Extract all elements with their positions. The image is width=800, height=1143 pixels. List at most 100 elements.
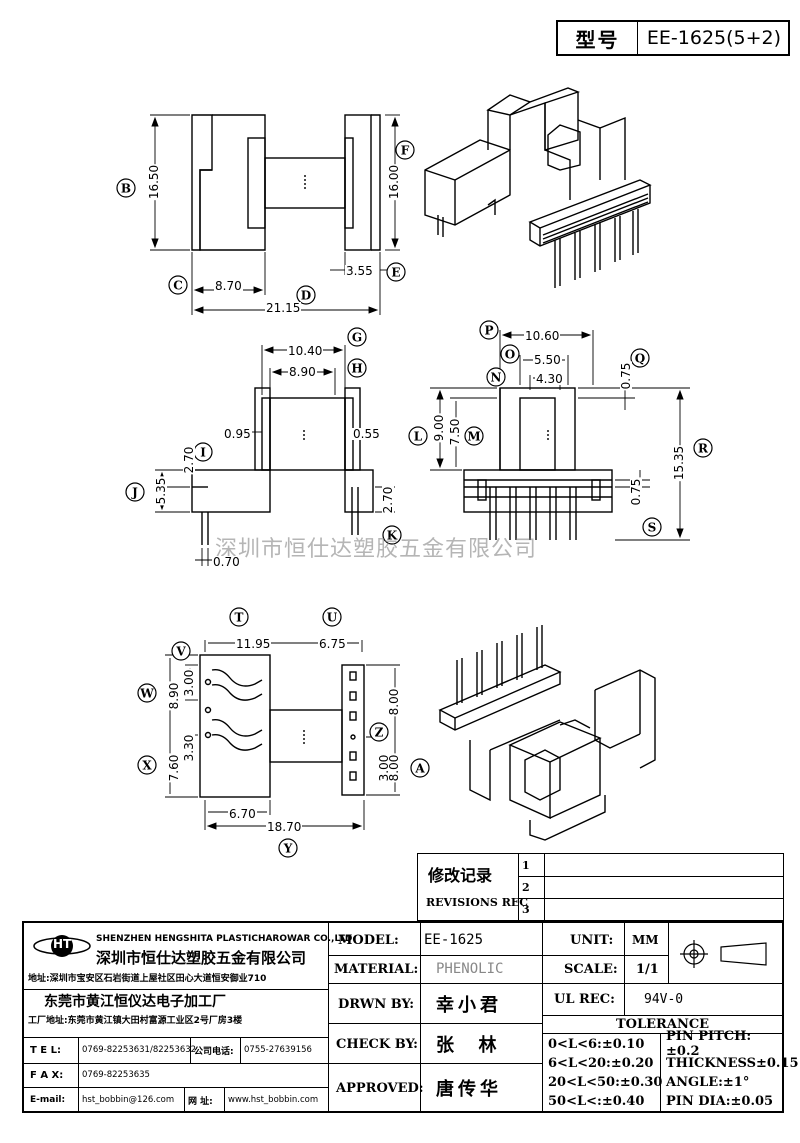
email-label: E-mail: [30, 1095, 66, 1105]
revision-mark-3: 3 [522, 902, 530, 916]
unit-value: MM [632, 933, 659, 947]
isometric-view-bottom [438, 625, 656, 841]
side-view-top-left [191, 114, 381, 251]
svg-text:S: S [648, 521, 657, 535]
svg-text:I: I [200, 446, 206, 460]
web-label: 网 址: [188, 1096, 213, 1107]
svg-text:C: C [173, 279, 183, 293]
svg-text:T: T [235, 611, 244, 625]
dimension-x-small: 3.30 [182, 733, 196, 763]
watermark: 深圳市恒仕达塑胶五金有限公司 [215, 537, 538, 562]
check-label: CHECK BY: [336, 1036, 418, 1052]
svg-text:A: A [414, 762, 425, 776]
marker-m: M [464, 426, 484, 446]
marker-x: X [137, 755, 157, 775]
isometric-view-top [424, 87, 652, 288]
revisions-title: 修改记录 [428, 866, 493, 885]
svg-text:O: O [505, 348, 515, 362]
marker-a: A [410, 758, 430, 778]
marker-b: B [116, 178, 136, 198]
marker-z: Z [369, 722, 389, 742]
dimension-pin: 0.70 [212, 555, 241, 569]
tel2-value: 0755-27639156 [244, 1045, 312, 1055]
tol-2: 6<L<20:±0.20 [548, 1055, 654, 1071]
tel2-label: 公司电话: [194, 1046, 234, 1057]
email-value: hst_bobbin@126.com [82, 1095, 175, 1105]
front-view-middle [191, 387, 374, 545]
svg-text:K: K [387, 529, 398, 543]
svg-text:L: L [414, 430, 423, 444]
dimension-e: 3.55 [345, 264, 374, 278]
dimension-q: 0.75 [619, 361, 633, 391]
scale-label: SCALE: [564, 961, 618, 977]
revision-mark-1: 1 [522, 858, 530, 872]
pin-dia: PIN DIA:±0.05 [666, 1093, 774, 1109]
svg-text:W: W [139, 687, 154, 701]
dimension-l: 9.00 [432, 413, 446, 443]
marker-p: P [479, 320, 499, 340]
svg-text:N: N [491, 371, 502, 385]
revision-mark-2: 2 [522, 880, 530, 894]
marker-h: H [347, 358, 367, 378]
thickness: THICKNESS±0.15 [666, 1055, 799, 1071]
marker-f: F [395, 140, 415, 160]
company-logo: HT [32, 931, 92, 961]
dimension-o: 5.50 [533, 353, 562, 367]
dimension-j: 5.35 [154, 476, 168, 506]
check-value: 张 林 [436, 1035, 501, 1056]
model-label: MODEL: [338, 932, 399, 948]
approved-label: APPROVED: [336, 1080, 424, 1096]
tel-value: 0769-82253631/82253632 [82, 1045, 197, 1055]
dimension-y: 18.70 [266, 820, 303, 834]
svg-text:U: U [327, 611, 338, 625]
unit-label: UNIT: [570, 932, 614, 948]
dimension-k: 2.70 [381, 485, 395, 515]
svg-text:R: R [698, 442, 709, 456]
marker-n: N [486, 367, 506, 387]
dimension-m: 7.50 [448, 417, 462, 447]
dimension-bottom-left: 6.70 [228, 807, 257, 821]
marker-l: L [408, 426, 428, 446]
type-label: 型号 [558, 22, 638, 54]
marker-t: T [229, 607, 249, 627]
dimension-i: 2.70 [182, 445, 196, 475]
material-label: MATERIAL: [334, 961, 419, 977]
dimension-b: 16.50 [147, 163, 161, 201]
fax-value: 0769-82253635 [82, 1070, 150, 1080]
top-view-lower [199, 654, 365, 798]
dimension-t: 11.95 [235, 637, 272, 651]
approved-value: 唐传华 [436, 1079, 502, 1100]
revisions-subtitle: REVISIONS REC [426, 895, 528, 909]
svg-text:Q: Q [635, 352, 645, 366]
factory-address: 工厂地址:东莞市黄江镇大田村富源工业区2号厂房3楼 [28, 1015, 243, 1026]
marker-i: I [193, 442, 213, 462]
dimension-h: 8.90 [288, 365, 317, 379]
title-block: HT SHENZHEN HENGSHITA PLASTICHAROWAR CO.… [22, 921, 799, 1113]
dimension-v: 3.00 [182, 668, 196, 698]
svg-text:D: D [301, 289, 311, 303]
angle: ANGLE:±1° [666, 1074, 750, 1090]
svg-text:M: M [467, 430, 480, 444]
dimension-p: 10.60 [524, 329, 561, 343]
tol-3: 20<L<50:±0.30 [548, 1074, 663, 1090]
dimension-s: 0.75 [629, 477, 643, 507]
svg-text:B: B [121, 182, 131, 196]
drawn-value: 幸小君 [436, 995, 502, 1016]
model-value: EE-1625 [424, 932, 484, 948]
dimension-d: 21.15 [265, 301, 302, 315]
svg-text:G: G [352, 331, 362, 345]
marker-o: O [500, 344, 520, 364]
marker-q: Q [630, 348, 650, 368]
side-view-middle [463, 387, 613, 540]
type-value: EE-1625(5+2) [646, 27, 782, 49]
marker-r: R [693, 438, 713, 458]
tolerance-label: TOLERANCE [616, 1016, 710, 1032]
logo-text: HT [53, 937, 72, 951]
svg-text:Y: Y [283, 842, 293, 856]
marker-c: C [168, 275, 188, 295]
marker-y: Y [278, 838, 298, 858]
company-cn-name: 深圳市恒仕达塑胶五金有限公司 [96, 948, 307, 967]
drawn-label: DRWN BY: [338, 996, 415, 1012]
svg-text:V: V [175, 645, 186, 659]
